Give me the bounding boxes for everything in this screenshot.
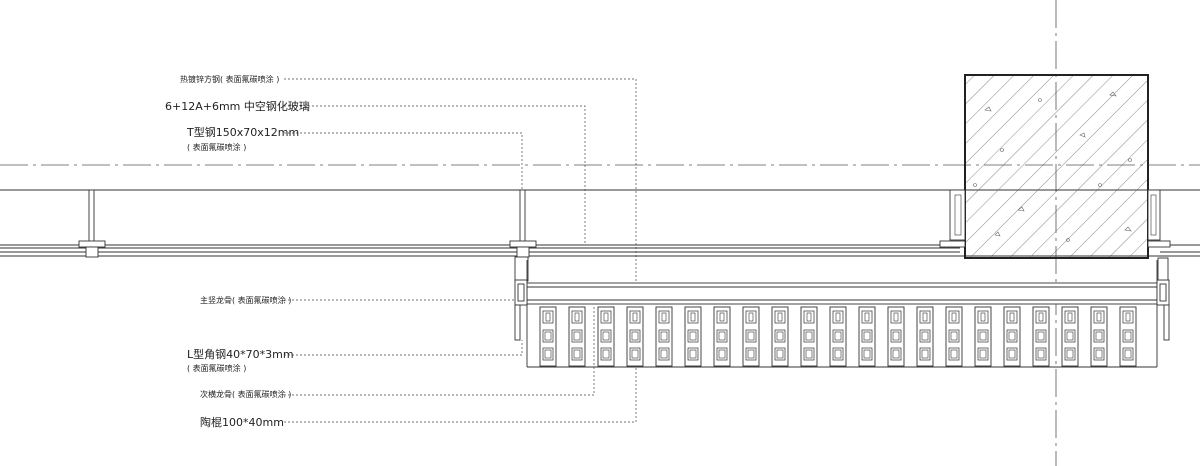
terracotta-rod [597, 306, 615, 367]
terracotta-rod [1061, 306, 1079, 367]
t-bar-mullion-right [509, 189, 537, 282]
leader-line [284, 307, 595, 396]
terracotta-rod [568, 306, 586, 367]
label-terracotta: 陶棍100*40mm [200, 415, 284, 429]
leader-line [284, 340, 523, 356]
terracotta-rods [526, 304, 1158, 368]
terracotta-rod [887, 306, 905, 367]
terracotta-rod [916, 306, 934, 367]
terracotta-rod [800, 306, 818, 367]
label-angle-note: ( 表面氟碳喷涂 ) [187, 363, 246, 373]
leader-lines [284, 78, 637, 423]
annotation-glass: 6+12A+6mm 中空钢化玻璃 [165, 99, 310, 113]
leader-line [284, 367, 637, 423]
terracotta-rod [742, 306, 760, 367]
terracotta-rod [684, 306, 702, 367]
terracotta-rod [655, 306, 673, 367]
annotation-sub-keel: 次横龙骨( 表面氟碳喷涂 ) [200, 389, 291, 399]
label-rhs: 热镀锌方钢( 表面氟碳喷涂 ) [180, 74, 279, 84]
terracotta-rod [974, 306, 992, 367]
terracotta-frame [514, 257, 1170, 341]
leader-line [284, 132, 523, 190]
terracotta-rod [829, 306, 847, 367]
t-bar-mullion-left [78, 189, 106, 258]
leader-line [284, 78, 637, 283]
annotation-tbar: T型钢150x70x12mm ( 表面氟碳喷涂 ) [186, 125, 299, 152]
label-tbar-note: ( 表面氟碳喷涂 ) [187, 142, 246, 152]
terracotta-rod [1003, 306, 1021, 367]
terracotta-rod [539, 306, 557, 367]
terracotta-rod [858, 306, 876, 367]
terracotta-rod [771, 306, 789, 367]
label-angle: L型角钢40*70*3mm [187, 347, 294, 361]
terracotta-rod [945, 306, 963, 367]
terracotta-rod [1032, 306, 1050, 367]
terracotta-rod [1090, 306, 1108, 367]
annotation-terracotta: 陶棍100*40mm [200, 415, 284, 429]
terracotta-rod [1119, 306, 1137, 367]
terracotta-rod [713, 306, 731, 367]
annotation-rhs: 热镀锌方钢( 表面氟碳喷涂 ) [180, 74, 279, 84]
annotation-main-keel: 主竖龙骨( 表面氟碳喷涂 ) [200, 295, 291, 305]
concrete-column [939, 74, 1171, 259]
annotation-angle: L型角钢40*70*3mm ( 表面氟碳喷涂 ) [187, 347, 294, 373]
label-sub-keel: 次横龙骨( 表面氟碳喷涂 ) [200, 389, 291, 399]
label-tbar: T型钢150x70x12mm [186, 125, 299, 139]
terracotta-rod [626, 306, 644, 367]
leader-line [284, 105, 586, 245]
label-glass: 6+12A+6mm 中空钢化玻璃 [165, 99, 310, 113]
label-main-keel: 主竖龙骨( 表面氟碳喷涂 ) [200, 295, 291, 305]
